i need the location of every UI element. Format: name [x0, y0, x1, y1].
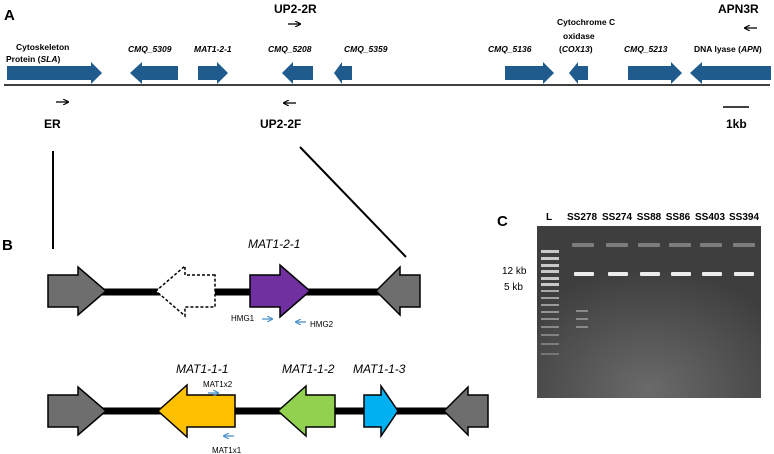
gene-sla-label-line2: Protein (SLA)	[6, 54, 60, 64]
panel-b: B MAT1-2-1 HMG1 HMG2 MAT1-1-1 MAT1-1-2 M…	[2, 237, 489, 454]
panel-a: A UP2-2R APN3R Cytoskeleton Protein (SLA…	[4, 2, 771, 131]
mat113-label: MAT1-1-3	[353, 362, 406, 376]
mat112-gene-arrow	[276, 384, 336, 438]
scale-bar-label: 1kb	[726, 117, 747, 131]
flank-right-arrow-2	[442, 385, 489, 437]
primer-up2-2f-label: UP2-2F	[260, 117, 301, 131]
primer-hmg1-label: HMG1	[231, 314, 255, 323]
size-marker-5kb: 5 kb	[504, 282, 523, 293]
gel-wells	[572, 243, 755, 247]
gene-cmq5208-arrow	[282, 62, 313, 84]
gene-cmq5213-label: CMQ_5213	[624, 44, 668, 54]
lane-label-ss394: SS394	[729, 212, 759, 223]
mat111-label: MAT1-1-1	[176, 362, 228, 376]
lane-label-ss403: SS403	[695, 212, 725, 223]
mat121-gene-arrow	[249, 263, 312, 319]
size-marker-12kb: 12 kb	[502, 266, 527, 277]
lane-label-ss88: SS88	[637, 212, 662, 223]
lane-label-ss278: SS278	[567, 212, 597, 223]
gene-cmq5208-label: CMQ_5208	[268, 44, 312, 54]
lane-label-ladder: L	[546, 212, 552, 223]
mat113-gene-arrow	[363, 383, 399, 439]
deleted-gene-arrow	[154, 264, 216, 318]
flank-left-arrow-2	[47, 385, 108, 437]
panel-c-label: C	[497, 213, 508, 230]
gene-apn-arrow	[690, 62, 771, 84]
primer-apn3r-label: APN3R	[718, 2, 759, 16]
gene-cox13-label-line2: oxidase	[563, 31, 595, 41]
flank-right-arrow-1	[374, 265, 421, 317]
mat112-label: MAT1-1-2	[282, 362, 335, 376]
sample-bands	[574, 272, 754, 276]
lane-labels: L SS278 SS274 SS88 SS86 SS403 SS394	[546, 212, 760, 223]
zoom-line-right	[299, 146, 407, 258]
panel-c: C L SS278 SS274 SS88 SS86 SS403 SS394 12…	[497, 212, 761, 398]
flank-left-arrow	[47, 265, 108, 317]
gene-cox13-arrow	[569, 62, 588, 84]
faint-bands	[576, 310, 588, 328]
gene-mat121-label: MAT1-2-1	[194, 44, 232, 54]
lane-label-ss274: SS274	[602, 212, 632, 223]
panel-a-label: A	[4, 7, 15, 24]
primer-mat1x2-label: MAT1x2	[203, 380, 233, 389]
gene-cox13-label-line1: Cytochrome C	[557, 17, 615, 27]
gene-sla-label: Cytoskeleton	[16, 42, 69, 52]
primer-er-label: ER	[44, 117, 61, 131]
gene-cmq5359-label: CMQ_5359	[344, 44, 388, 54]
gene-cmq5213-arrow	[628, 62, 682, 84]
gene-sla-arrow	[7, 62, 102, 84]
primer-mat1x1-label: MAT1x1	[212, 446, 242, 454]
primer-hmg2-label: HMG2	[310, 320, 334, 329]
gene-cmq5309-label: CMQ_5309	[128, 44, 172, 54]
lane-label-ss86: SS86	[666, 212, 691, 223]
gene-cmq5136-label: CMQ_5136	[488, 44, 532, 54]
ladder-bands	[541, 250, 559, 355]
gene-cmq5359-arrow	[334, 62, 352, 84]
gene-cmq5309-arrow	[130, 62, 178, 84]
gene-mat121-arrow	[198, 62, 228, 84]
gene-cox13-label-line3: (COX13)	[559, 44, 593, 54]
gene-apn-label: DNA lyase (APN)	[694, 44, 762, 54]
mat121-label: MAT1-2-1	[248, 237, 300, 251]
primer-up2-2r-label: UP2-2R	[274, 2, 317, 16]
mat111-gene-arrow	[156, 383, 236, 439]
panel-b-label: B	[2, 237, 13, 254]
gel-image	[537, 226, 761, 398]
gene-cmq5136-arrow	[505, 62, 554, 84]
